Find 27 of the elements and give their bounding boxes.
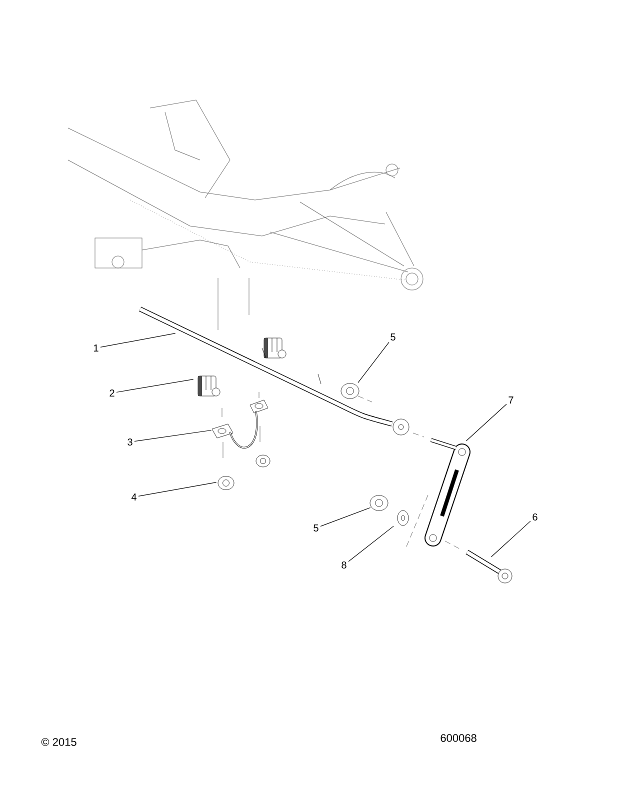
leader-line (100, 333, 176, 348)
sway-bar-drawing (138, 306, 410, 436)
callout-number: 8 (342, 561, 346, 569)
callout-number: 3 (128, 438, 132, 446)
callout-number: 2 (110, 390, 114, 396)
leader-line (490, 520, 531, 558)
callout-number: 1 (94, 344, 98, 352)
leader-line (358, 342, 390, 383)
footer-text: 600068 (440, 734, 476, 742)
leader-line (348, 526, 394, 562)
clamp-drawing (212, 392, 268, 458)
leader-line (466, 404, 507, 442)
callout-number: 7 (508, 396, 514, 404)
leader-line (320, 507, 371, 527)
leader-line (116, 379, 194, 393)
leader-line (134, 430, 212, 442)
callout-number: 5 (314, 524, 318, 532)
leader-line (138, 482, 217, 496)
callout-number: 4 (131, 494, 136, 500)
link-drawing (412, 432, 470, 546)
bushing-drawing (198, 376, 220, 396)
bolt-drawing (444, 540, 512, 584)
nut-drawing (218, 476, 234, 490)
nut-drawing (370, 495, 388, 511)
footer-text: © 2015 (41, 738, 76, 746)
callout-number: 6 (532, 513, 538, 521)
washer-drawing (397, 510, 409, 526)
